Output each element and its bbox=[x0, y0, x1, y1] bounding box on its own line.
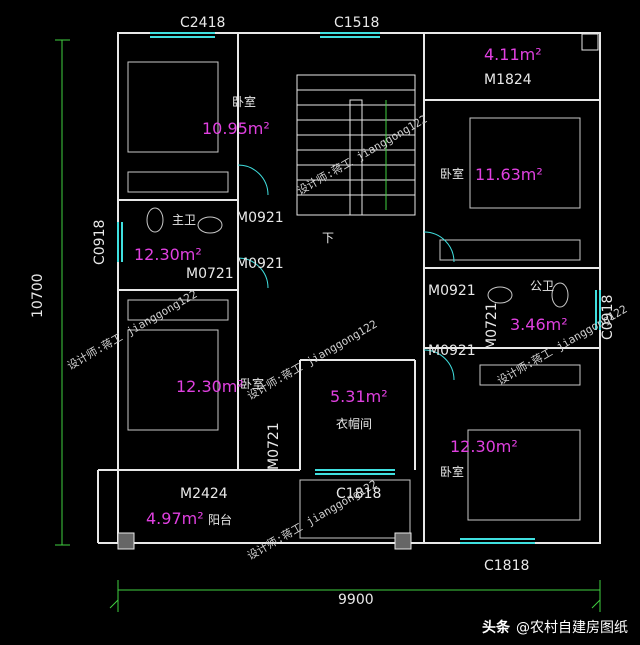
label-m0921-a: M0921 bbox=[236, 210, 284, 226]
room-name-balcony: 阳台 bbox=[208, 512, 232, 527]
wardrobe-ml bbox=[127, 299, 229, 321]
toilet-master bbox=[146, 207, 164, 233]
label-m1824: M1824 bbox=[484, 72, 532, 88]
label-c0918-right: C0918 bbox=[600, 295, 616, 340]
sink-master bbox=[197, 216, 223, 234]
label-m0721-c: M0721 bbox=[266, 422, 282, 470]
room-area-bedroom-br: 12.30m² bbox=[450, 437, 518, 456]
label-m0921-b: M0921 bbox=[236, 256, 284, 272]
staircase bbox=[296, 74, 416, 216]
room-name-master-bath: 主卫 bbox=[172, 213, 196, 227]
room-area-bedroom-ml: 12.30m² bbox=[176, 377, 244, 396]
sink-public bbox=[487, 286, 513, 304]
room-name-bedroom-ml: 卧室 bbox=[240, 376, 264, 391]
walls bbox=[97, 32, 601, 544]
label-m0721-a: M0721 bbox=[186, 266, 234, 282]
label-m2424: M2424 bbox=[180, 486, 228, 502]
terrace-corner bbox=[117, 33, 599, 550]
stair-direction-label: 下 bbox=[322, 231, 334, 245]
room-area-bedroom-tr: 11.63m² bbox=[475, 165, 543, 184]
label-c1818-bottom: C1818 bbox=[484, 558, 529, 574]
room-name-cloakroom: 衣帽间 bbox=[336, 416, 372, 431]
bed-tl bbox=[127, 61, 219, 153]
label-c1518: C1518 bbox=[334, 15, 379, 31]
room-area-public-bath: 3.46m² bbox=[510, 315, 568, 334]
wardrobe-tr bbox=[439, 239, 581, 261]
label-c2418: C2418 bbox=[180, 15, 225, 31]
room-area-terrace: 4.11m² bbox=[484, 45, 542, 64]
wardrobe-tl bbox=[127, 171, 229, 193]
room-name-public-bath: 公卫 bbox=[530, 279, 554, 293]
bed-tr bbox=[469, 117, 581, 209]
footer-brand: 头条 bbox=[482, 620, 510, 636]
room-name-bedroom-tl: 卧室 bbox=[232, 94, 256, 109]
label-c1818-top: C1818 bbox=[336, 486, 381, 502]
windows bbox=[117, 32, 601, 544]
furniture bbox=[127, 61, 581, 539]
label-m0721-b: M0721 bbox=[484, 302, 500, 350]
wardrobe-br bbox=[479, 364, 581, 386]
toilet-public bbox=[551, 282, 569, 308]
dimension-height: 10700 bbox=[30, 273, 46, 318]
dimension-lines bbox=[55, 39, 601, 612]
doors bbox=[237, 164, 455, 381]
label-c0918-left: C0918 bbox=[92, 220, 108, 265]
bed-ml bbox=[127, 329, 219, 431]
room-name-bedroom-br: 卧室 bbox=[440, 464, 464, 479]
room-name-bedroom-tr: 卧室 bbox=[440, 166, 464, 181]
label-m0921-d: M0921 bbox=[428, 343, 476, 359]
watermark-5: 设计师:蒋工 jianggong122 bbox=[245, 477, 379, 562]
balcony-planter bbox=[299, 479, 411, 539]
room-area-balcony: 4.97m² bbox=[146, 509, 204, 528]
room-area-master-bath: 12.30m² bbox=[134, 245, 202, 264]
footer-account: @农村自建房图纸 bbox=[516, 620, 628, 636]
footer-credit: 头条 @农村自建房图纸 bbox=[482, 617, 628, 637]
room-area-bedroom-tl: 10.95m² bbox=[202, 119, 270, 138]
dimension-width: 9900 bbox=[338, 592, 374, 608]
label-m0921-c: M0921 bbox=[428, 283, 476, 299]
bed-br bbox=[467, 429, 581, 521]
room-area-cloakroom: 5.31m² bbox=[330, 387, 388, 406]
